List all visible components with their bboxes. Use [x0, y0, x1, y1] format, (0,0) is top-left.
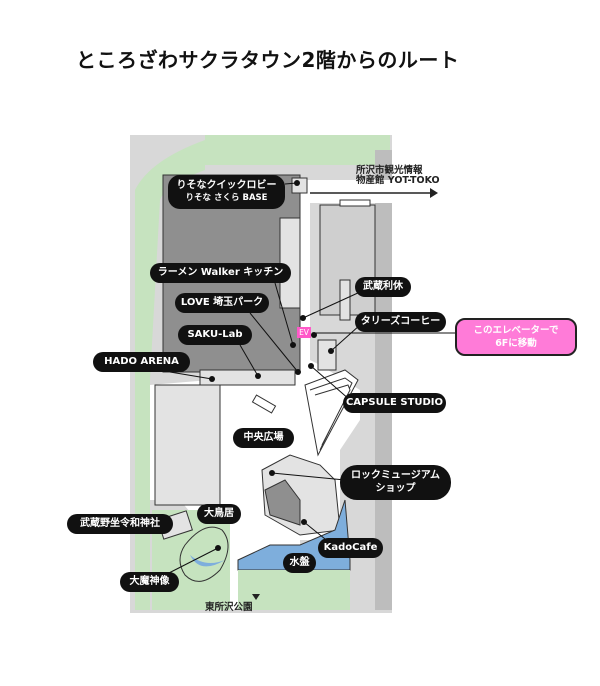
capsule-stairs	[304, 369, 359, 457]
arrow-right-icon	[430, 188, 438, 198]
pond-water	[190, 555, 225, 567]
exit-yot-toko: 所沢市観光情報 物産館 YOT-TOKO	[356, 165, 440, 187]
label-water-basin[interactable]: 水盤	[283, 553, 316, 573]
hall-building	[154, 384, 221, 506]
callout-line2: 6Fに移動	[495, 338, 537, 349]
label-rock-museum[interactable]: ロックミュージアム ショップ	[340, 465, 451, 500]
label-resona-lobby: りそなクイックロビー	[176, 180, 277, 192]
green-bottom	[238, 570, 350, 610]
label-musashi-rikyu[interactable]: 武蔵利休	[355, 277, 411, 297]
location-dots	[209, 180, 334, 551]
leader-lines	[164, 182, 455, 576]
label-kadocafe[interactable]: KadoCafe	[318, 538, 383, 558]
tullys-block	[317, 339, 337, 371]
daimajin-pond	[179, 526, 229, 582]
block	[339, 279, 351, 321]
exit-yot-toko-line1: 所沢市観光情報	[356, 165, 423, 176]
label-love-saitama[interactable]: LOVE 埼玉パーク	[175, 293, 269, 313]
label-rock-museum-line1: ロックミュージアム	[350, 470, 441, 481]
dark-block	[264, 479, 301, 526]
label-shrine[interactable]: 武蔵野坐令和神社	[67, 514, 173, 534]
exit-yot-toko-line2: 物産館 YOT-TOKO	[356, 175, 440, 187]
label-rock-museum-line2: ショップ	[375, 482, 416, 494]
block	[339, 199, 371, 207]
page-title: ところざわサクラタウン2階からのルート	[76, 48, 460, 72]
label-saku-lab[interactable]: SAKU-Lab	[178, 325, 252, 345]
label-capsule-studio[interactable]: CAPSULE STUDIO	[343, 393, 446, 413]
elevator-badge[interactable]: EV	[297, 327, 311, 338]
label-resona-base: りそな さくら BASE	[185, 192, 268, 203]
green-left	[135, 140, 205, 610]
label-hado-arena[interactable]: HADO ARENA	[93, 352, 190, 372]
label-central-plaza[interactable]: 中央広場	[233, 428, 294, 448]
resona-block	[291, 177, 308, 194]
exit-higashi-tokorozawa-park: 東所沢公園	[205, 602, 253, 613]
plaza-bench	[251, 394, 277, 414]
green-top	[205, 135, 390, 165]
walkway-yot-toko	[310, 180, 440, 203]
arrow-down-icon	[252, 594, 260, 600]
label-tullys[interactable]: タリーズコーヒー	[355, 312, 446, 332]
elevator-callout: このエレベーターで 6Fに移動	[455, 318, 577, 356]
callout-line1: このエレベーターで	[473, 324, 559, 336]
label-resona[interactable]: りそなクイックロビー りそな さくら BASE	[168, 175, 285, 209]
label-daimajin[interactable]: 大魔神像	[120, 572, 179, 592]
label-great-torii[interactable]: 大鳥居	[197, 504, 241, 524]
label-ramen-walker[interactable]: ラーメン Walker キッチン	[150, 263, 291, 283]
